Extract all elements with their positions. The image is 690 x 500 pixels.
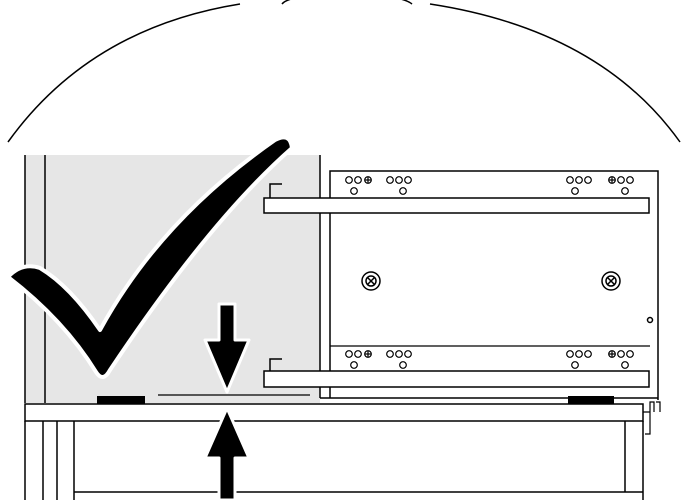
upper-bracket-holes — [345, 176, 634, 195]
lower-bracket-holes — [330, 345, 650, 369]
plate-hole — [646, 316, 654, 324]
arrow-up-icon — [203, 406, 251, 500]
upper-shelf — [263, 183, 650, 214]
mounting-plate-outline — [329, 170, 659, 400]
arrow-down-icon — [203, 302, 251, 394]
base-rail — [24, 401, 661, 500]
lower-shelf-board — [263, 370, 650, 388]
lower-shelf-hook — [269, 358, 282, 371]
upper-shelf-hook — [269, 183, 282, 198]
upper-shelf-board — [263, 197, 650, 214]
arc-top-segment — [281, 0, 413, 5]
top-arc — [7, 0, 681, 143]
right-foot — [568, 396, 614, 405]
base-rail-board — [24, 403, 644, 422]
screw-icon — [361, 271, 621, 291]
edge-clip — [643, 401, 661, 435]
left-foot — [97, 396, 145, 405]
arc-left-segment — [7, 3, 241, 143]
checkmark-icon — [6, 135, 294, 379]
lower-shelf — [263, 358, 650, 388]
arc-right-segment — [429, 3, 681, 143]
